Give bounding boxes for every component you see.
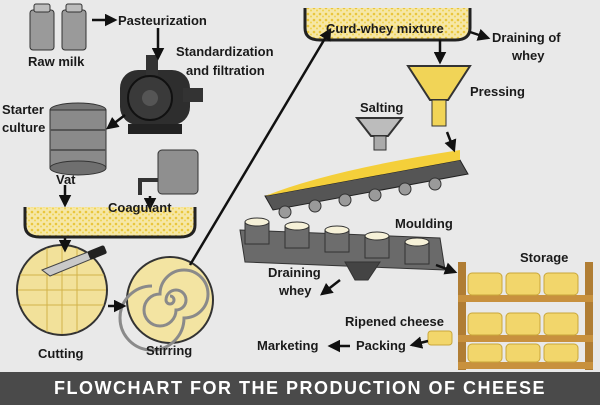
- label-moulding: Moulding: [395, 216, 453, 231]
- label-draining: Draining: [268, 265, 321, 280]
- label-raw-milk: Raw milk: [28, 54, 85, 69]
- label-pressing: Pressing: [470, 84, 525, 99]
- label-salting: Salting: [360, 100, 404, 115]
- footer-title-banner: FLOWCHART FOR THE PRODUCTION OF CHEESE: [0, 372, 600, 405]
- label-starter: Starter: [2, 102, 44, 117]
- label-storage: Storage: [520, 250, 569, 265]
- coagulant-container-icon: [138, 149, 199, 195]
- label-coagulant: Coagulant: [108, 200, 172, 215]
- stirring-disc: [118, 256, 214, 352]
- flow-arrows: [58, 13, 491, 353]
- label-standardization: Standardization: [176, 44, 274, 59]
- ripened-cheese-icon: [427, 330, 453, 346]
- label-ripened-cheese: Ripened cheese: [345, 314, 444, 329]
- label-marketing: Marketing: [257, 338, 319, 353]
- label-packing: Packing: [356, 338, 406, 353]
- label-pasteurization: Pasteurization: [118, 13, 207, 28]
- curd-whey-tray: [303, 8, 472, 42]
- label-curd-whey-mixture: Curd-whey mixture: [326, 21, 444, 36]
- label-vat: Vat: [56, 172, 76, 187]
- label-and-filtration: and filtration: [186, 63, 265, 78]
- cutting-disc: [16, 244, 108, 336]
- label-draining-of: Draining of: [492, 30, 561, 45]
- milk-cans-icon: [29, 3, 87, 51]
- moulding-cylinders: [239, 217, 446, 281]
- starter-culture-drum-icon: [49, 102, 107, 176]
- pump-icon: [120, 55, 203, 134]
- conveyor-belt: [264, 150, 469, 219]
- label-stirring: Stirring: [146, 343, 193, 358]
- label-whey-bottom: whey: [279, 283, 312, 298]
- vat-tray: [23, 207, 197, 239]
- salting-funnel-icon: [354, 117, 405, 151]
- diagram-graphics: [16, 3, 593, 370]
- label-whey-top: whey: [512, 48, 545, 63]
- press-funnel-icon: [406, 65, 472, 127]
- storage-shelf: [458, 262, 593, 370]
- label-cutting: Cutting: [38, 346, 84, 361]
- label-culture: culture: [2, 120, 46, 135]
